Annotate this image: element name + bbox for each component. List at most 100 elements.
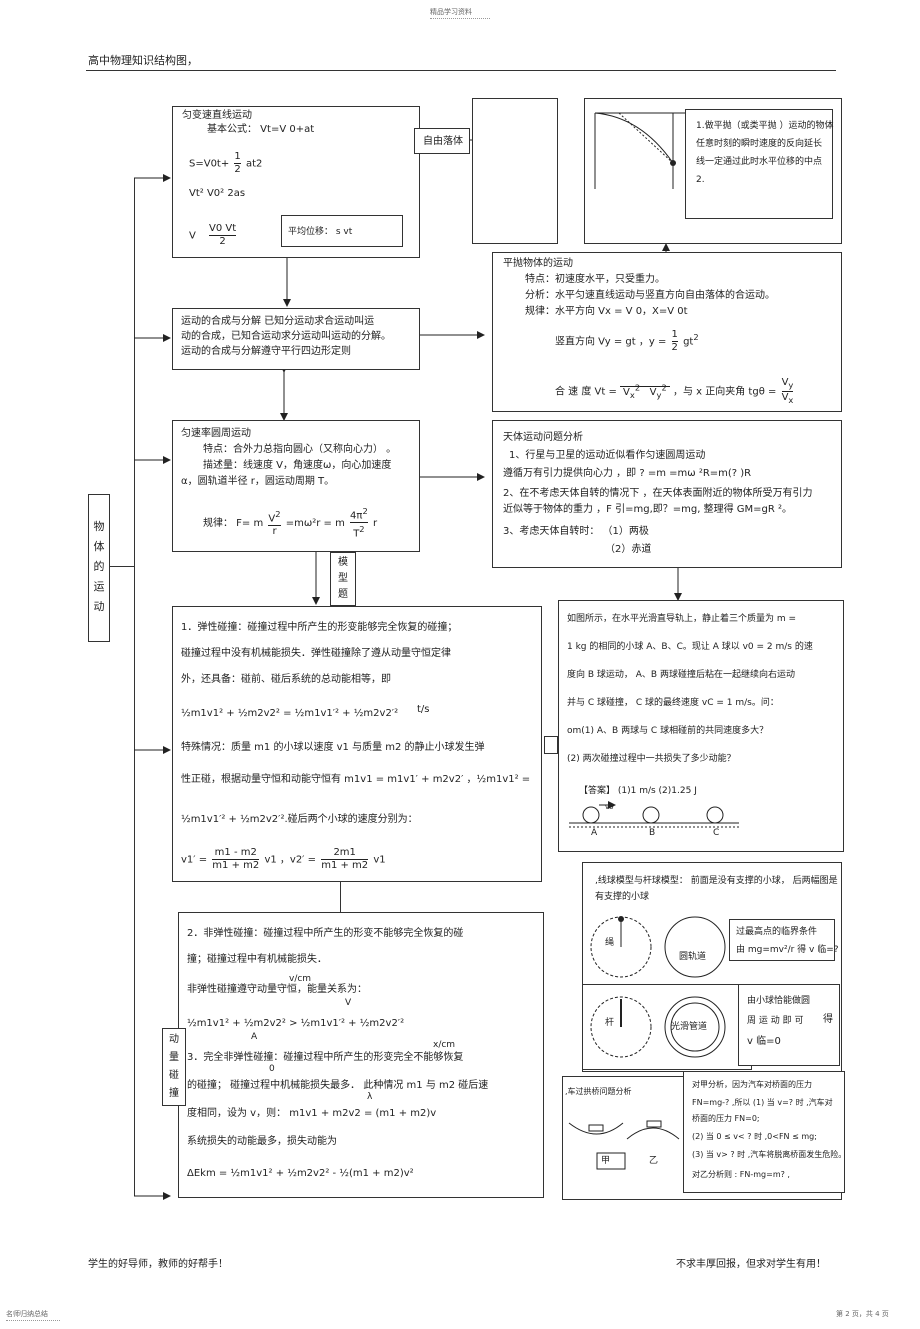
rope-track-diagram xyxy=(590,916,726,978)
support-cond1: 由小球恰能做圆 xyxy=(747,996,811,1006)
elastic-l3: 外，还具备：碰前、碰后系统的总动能相等，即 xyxy=(181,674,391,685)
inelastic-stray-vcm: v/cm xyxy=(289,974,312,984)
elastic-to-inelastic-line xyxy=(340,882,341,912)
inelastic-stray-v: V xyxy=(345,998,352,1008)
inelastic-l7: 系统损失的动能最多，损失动能为 xyxy=(187,1136,337,1147)
celestial-box: 天体运动问题分析 1、行星与卫星的运动近似看作匀速圆周运动 遵循万有引力提供向心… xyxy=(492,420,842,568)
composition-l1: 运动的合成与分解 已知分运动求合运动叫运 xyxy=(181,316,375,327)
rope-rod-title: ,线球模型与杆球模型： 前面是没有支撑的小球， 后两幅图是 xyxy=(595,876,838,886)
ball-label-b: B xyxy=(649,828,656,838)
circular-box: 匀速率圆周运动 特点：合外力总指向圆心（又称向心力） 。 描述量：线速度 V，角… xyxy=(172,420,420,552)
celestial-l3: 2、在不考虑天体自转的情况下 ，在天体表面附近的物体所受万有引力 xyxy=(503,488,813,499)
circular-title: 匀速率圆周运动 xyxy=(181,428,251,439)
footer-page: 第 2 页，共 4 页 xyxy=(836,1310,889,1318)
bridge-l4: (2) 当 0 ≤ v< ? 时 ,0<FN ≤ mg; xyxy=(692,1132,817,1141)
ball-v0-label: v0 xyxy=(605,803,614,811)
example-answer: 【答案】 (1)1 m/s (2)1.25 J xyxy=(579,786,697,796)
elastic-l1: 1．弹性碰撞：碰撞过程中所产生的形变能够完全恢复的碰撞； xyxy=(181,622,458,633)
circular-describe2: α，圆轨道半径 r，圆运动周期 T。 xyxy=(181,476,335,487)
celestial-l1: 1、行星与卫星的运动近似看作匀速圆周运动 xyxy=(509,450,706,461)
inelastic-l1: 2．非弹性碰撞：碰撞过程中所产生的形变不能够完全恢复的碰 xyxy=(187,928,464,939)
projectile-title: 平抛物体的运动 xyxy=(503,258,573,269)
inelastic-l8: ΔEkm = ½m1v1² + ½m2v2² - ½(m1 + m2)v² xyxy=(187,1168,414,1179)
example-l2: 1 kg 的相同的小球 A、B、C。现让 A 球以 v0 = 2 m/s 的速 xyxy=(567,642,813,652)
bridge-box: ,车过拱桥问题分析 甲 乙 对甲分析，因为汽车对桥面的压力 FN=mg-? ,所… xyxy=(562,1071,846,1200)
spine-line xyxy=(134,178,135,1196)
composition-l3: 运动的合成与分解遵守平行四边形定则 xyxy=(181,346,351,357)
projectile-diagram xyxy=(594,112,687,189)
ball-label-a: A xyxy=(591,828,598,838)
inelastic-box: 2．非弹性碰撞：碰撞过程中所产生的形变不能够完全恢复的碰 撞；碰撞过程中有机械能… xyxy=(178,912,544,1198)
label-smooth-pipe: 光滑管道 xyxy=(671,1022,708,1032)
support-cond2: 周 运 动 即 可 xyxy=(747,1016,804,1026)
elastic-special2: 性正碰，根据动量守恒和动能守恒有 m1v1 = m1v1′ + m2v2′ ，½… xyxy=(181,774,531,785)
celestial-l2: 遵循万有引力提供向心力 ，即 ? =m =mω ²R=m(? )R xyxy=(503,468,752,479)
example-l5: om(1) A、B 两球与 C 球相碰前的共同速度多大？ xyxy=(567,726,769,736)
elastic-ts: t/s xyxy=(417,704,430,715)
celestial-l5: 3、考虑天体自转时： （1）两极 xyxy=(503,526,649,537)
basic-formula: 基本公式： Vt=V 0+at xyxy=(207,124,315,135)
celestial-l4: 近似等于物体的重力 ，F 引=mg,即？=mg, 整理得 GM=gR ²。 xyxy=(503,504,792,515)
support-cond3: v 临=0 xyxy=(747,1036,781,1047)
inelastic-stray-xcm: x/cm xyxy=(433,1040,456,1050)
celestial-title: 天体运动问题分析 xyxy=(503,432,583,443)
model-label-box: 模型题 xyxy=(330,552,356,606)
projectile-box: 平抛物体的运动 特点：初速度水平，只受重力。 分析：水平匀速直线运动与竖直方向自… xyxy=(492,252,842,412)
bridge-l1: 对甲分析，因为汽车对桥面的压力 xyxy=(692,1080,812,1089)
support-condition-box: 由小球恰能做圆 周 运 动 即 可 得 v 临=0 xyxy=(738,984,840,1066)
support-cond-de: 得 xyxy=(823,1014,833,1025)
projectile-analysis: 分析：水平匀速直线运动与竖直方向自由落体的合运动。 xyxy=(525,290,775,301)
footer-corner-dots xyxy=(6,1320,60,1321)
composition-l2: 动的合成，已知合运动求分运动叫运动的分解。 xyxy=(181,331,391,342)
projectile-feature: 特点：初速度水平，只受重力。 xyxy=(525,274,665,285)
root-label-box: 物体的运动 xyxy=(88,494,110,642)
free-fall-label: 自由落体 xyxy=(423,136,463,147)
circular-describe: 描述量：线速度 V，角速度ω，向心加速度 xyxy=(203,460,392,471)
celestial-l6: （2）赤道 xyxy=(605,544,652,555)
inelastic-l2: 撞；碰撞过程中有机械能损失． xyxy=(187,954,327,965)
header-rule xyxy=(86,70,836,71)
average-displacement-box: 平均位移： s vt xyxy=(281,215,403,247)
root-label: 物体的运动 xyxy=(93,520,105,613)
example-l4: 并与 C 球碰撞， C 球的最终速度 vC = 1 m/s。问： xyxy=(567,698,779,708)
inelastic-stray-a: A xyxy=(251,1032,258,1042)
inelastic-stray-0: 0 xyxy=(269,1064,275,1074)
bridge-l2: FN=mg-? ,所以 (1) 当 v=? 时 ,汽车对 xyxy=(692,1098,833,1107)
elastic-special: 特殊情况：质量 m1 的小球以速度 v1 与质量 m2 的静止小球发生弹 xyxy=(181,742,485,753)
rod-pipe-box: 杆 光滑管道 xyxy=(582,984,752,1070)
velocity-squared-formula: Vt² V0² 2as xyxy=(189,188,246,199)
bridge-diagram xyxy=(568,1120,680,1170)
projectile-note-l3: 线一定通过此时水平位移的中点 xyxy=(696,157,823,167)
inelastic-l3: 非弹性碰撞遵守动量守恒，能量关系为： xyxy=(187,984,367,995)
projectile-note-box: 1.做平抛（或类平抛 ）运动的物体 任意时刻的瞬时速度的反向延长 线一定通过此时… xyxy=(685,109,833,219)
circular-feature: 特点：合外力总指向圆心（又称向心力） 。 xyxy=(203,444,397,455)
inelastic-l6: 度相同，设为 v，则： m1v1 + m2v2 = (m1 + m2)v xyxy=(187,1108,437,1119)
free-fall-box: 自由落体 xyxy=(414,128,470,154)
footer-left: 学生的好导师，教师的好帮手！ xyxy=(88,1259,228,1270)
bridge-l6: 对乙分析则 : FN-mg=m? , xyxy=(692,1170,790,1179)
elastic-eq1: ½m1v1² + ½m2v2² = ½m1v1′² + ½m2v2′² xyxy=(181,708,399,719)
spine-branch xyxy=(110,566,134,567)
bridge-title: ,车过拱桥问题分析 xyxy=(565,1087,632,1096)
bridge-l3: 桥面的压力 FN=0; xyxy=(692,1114,760,1123)
projectile-note-l2: 任意时刻的瞬时速度的反向延长 xyxy=(696,139,823,149)
example-balls-diagram xyxy=(569,801,739,828)
elastic-l2: 碰撞过程中没有机械能损失．弹性碰撞除了遵从动量守恒定律 xyxy=(181,648,451,659)
ball-label-c: C xyxy=(713,828,720,838)
page-title: 高中物理知识结构图， xyxy=(88,54,198,67)
inelastic-l5: 的碰撞； 碰撞过程中机械能损失最多． 此种情况 m1 与 m2 碰后速 xyxy=(187,1080,489,1091)
uniform-accel-title: 匀变速直线运动 xyxy=(182,110,252,121)
model-label: 模型题 xyxy=(338,557,348,600)
example-l1: 如图所示，在水平光滑直导轨上，静止着三个质量为 m = xyxy=(567,614,797,624)
bridge-analysis-box: 对甲分析，因为汽车对桥面的压力 FN=mg-? ,所以 (1) 当 v=? 时 … xyxy=(683,1071,847,1193)
label-rod: 杆 xyxy=(605,1018,615,1028)
bridge-l5: (3) 当 v> ? 时 ,汽车将脱离桥面发生危险。 xyxy=(692,1150,847,1159)
composition-box: 运动的合成与分解 已知分运动求合运动叫运 动的合成，已知合运动求分运动叫运动的分… xyxy=(172,308,420,370)
example-l6: (2) 两次碰撞过程中一共损失了多少动能？ xyxy=(567,754,736,764)
inelastic-l4: 3．完全非弹性碰撞：碰撞过程中所产生的形变完全不能够恢复 xyxy=(187,1052,464,1063)
bridge-yi: 乙 xyxy=(649,1156,659,1166)
